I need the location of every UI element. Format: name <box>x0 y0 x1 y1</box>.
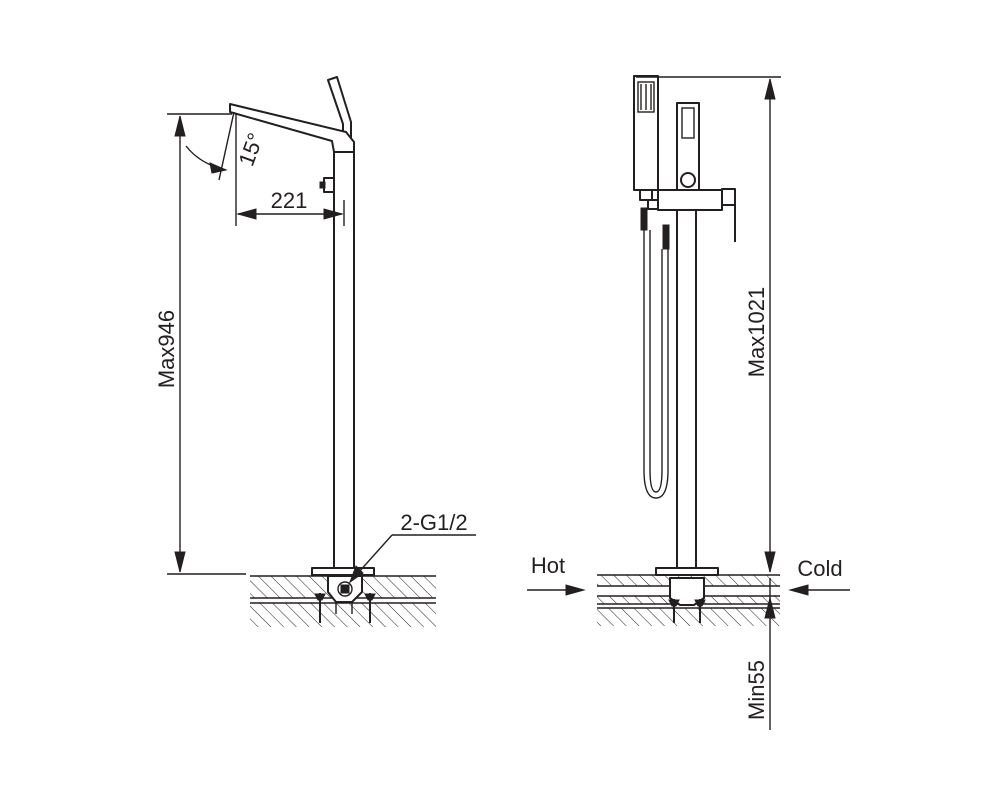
right-view: Max1021 Min55 Hot Cold <box>527 75 850 730</box>
right-max-height-label: Max1021 <box>744 287 769 378</box>
left-max-height-label: Max946 <box>154 310 179 388</box>
cold-inlet-callout: Cold <box>788 556 850 596</box>
right-height-dimension: Max1021 <box>636 76 781 573</box>
left-angle-annotation: 15° <box>185 111 269 181</box>
right-faucet-body <box>633 75 736 623</box>
left-reach-label: 221 <box>271 188 308 213</box>
left-angle-label: 15° <box>234 130 269 170</box>
hot-label: Hot <box>531 553 565 578</box>
hot-inlet-callout: Hot <box>527 553 586 596</box>
left-height-dimension: Max946 <box>154 113 246 575</box>
left-view: Max946 15° 221 2-G1/2 <box>154 76 476 627</box>
cold-label: Cold <box>797 556 842 581</box>
left-faucet-body <box>229 76 376 623</box>
right-depth-dimension: Min55 <box>744 578 776 730</box>
left-reach-dimension: 221 <box>235 114 345 226</box>
left-connection-callout: 2-G1/2 <box>348 510 476 584</box>
left-connection-label: 2-G1/2 <box>400 510 467 535</box>
right-min-depth-label: Min55 <box>744 660 769 720</box>
